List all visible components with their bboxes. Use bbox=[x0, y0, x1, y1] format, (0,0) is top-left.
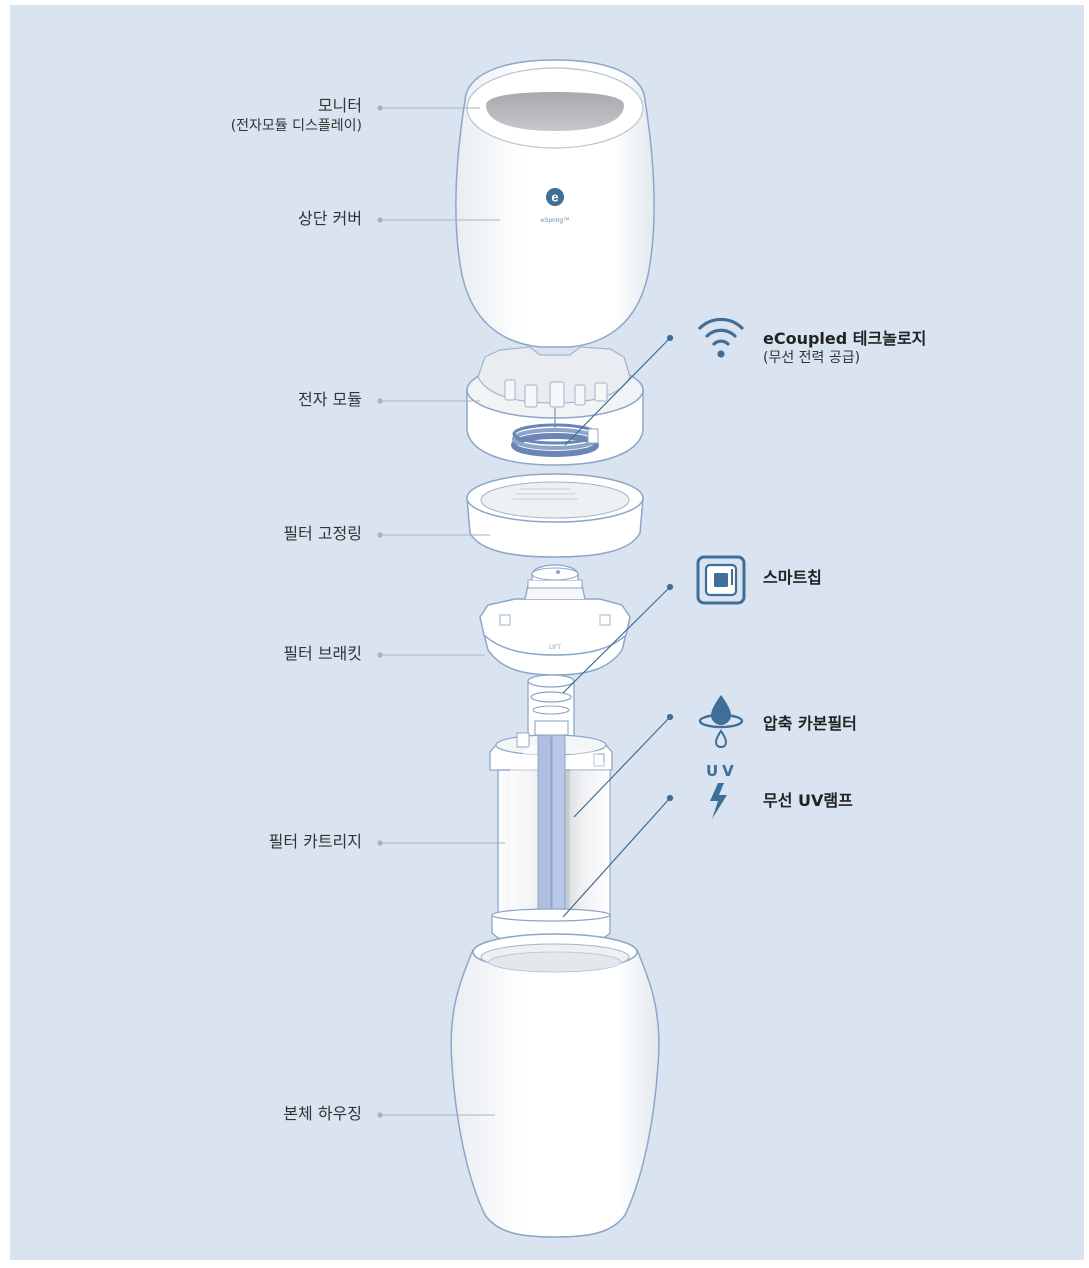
label-smart-chip: 스마트칩 bbox=[763, 568, 822, 587]
leader-lines-left bbox=[377, 105, 505, 1118]
main-housing bbox=[450, 933, 660, 1238]
label-filter-bracket: 필터 브래킷 bbox=[283, 644, 362, 663]
wifi-icon bbox=[698, 317, 744, 358]
filter-ring bbox=[466, 473, 644, 558]
label-monitor: 모니터 (전자모듈 디스플레이) bbox=[230, 96, 362, 134]
electronic-module bbox=[466, 346, 644, 466]
filter-cartridge bbox=[489, 674, 613, 954]
water-drop-icon bbox=[698, 695, 744, 749]
espring-logo bbox=[546, 188, 564, 206]
label-uv-lamp: 무선 UV램프 bbox=[763, 791, 853, 810]
label-top-cover: 상단 커버 bbox=[298, 209, 362, 228]
leader-lines-right bbox=[562, 334, 674, 918]
label-filter-ring: 필터 고정링 bbox=[283, 524, 362, 543]
chip-icon bbox=[696, 555, 746, 605]
label-filter-cartridge: 필터 카트리지 bbox=[268, 832, 362, 851]
monitor-display bbox=[486, 92, 624, 131]
lift-mark: LIFT bbox=[549, 644, 561, 651]
brand-name: eSpring™ bbox=[541, 217, 570, 224]
exploded-view-illustration: e eSpring™ bbox=[377, 59, 746, 1238]
label-ecoupled: eCoupled 테크놀로지 (무선 전력 공급) bbox=[763, 329, 927, 366]
logo-letter: e bbox=[551, 190, 558, 205]
label-electronic-module: 전자 모듈 bbox=[298, 390, 362, 409]
top-cover: e eSpring™ bbox=[455, 59, 655, 348]
uv-lightning-icon bbox=[710, 783, 727, 819]
label-main-housing: 본체 하우징 bbox=[283, 1104, 362, 1123]
label-carbon-filter: 압축 카본필터 bbox=[763, 714, 857, 733]
uv-icon-text: UV bbox=[706, 762, 738, 780]
filter-bracket: LIFT bbox=[479, 564, 631, 676]
diagram-canvas: e eSpring™ bbox=[10, 5, 1084, 1260]
